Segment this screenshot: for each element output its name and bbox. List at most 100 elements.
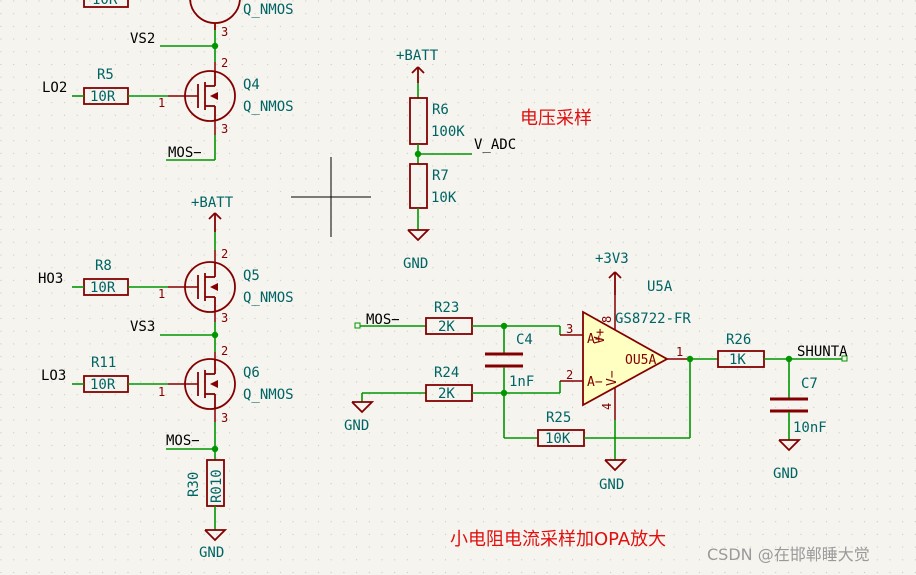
r25-value: 10K xyxy=(545,431,571,447)
q-top-pin3: 3 xyxy=(221,25,228,39)
capacitor-c7[interactable]: C7 10nF xyxy=(770,376,827,436)
r6-value: 100K xyxy=(431,124,465,140)
q6-pin2: 2 xyxy=(221,344,228,358)
c7-ref: C7 xyxy=(801,376,818,392)
net-label-gnd-divider: GND xyxy=(403,256,428,272)
opa-pin3: 3 xyxy=(566,322,573,336)
q5-value: Q_NMOS xyxy=(243,290,294,306)
watermark: CSDN @在邯郸睡大觉 xyxy=(707,545,870,564)
r25-ref: R25 xyxy=(546,410,571,426)
r8-value: 10R xyxy=(90,280,116,296)
r7-value: 10K xyxy=(431,190,457,206)
r30-value: R010 xyxy=(209,469,225,503)
power-batt-divider[interactable]: +BATT xyxy=(396,48,439,83)
opa-pin4: 4 xyxy=(600,403,614,410)
net-label-3v3: +3V3 xyxy=(595,251,629,267)
q4-ref: Q4 xyxy=(243,77,260,93)
q5-ref: Q5 xyxy=(243,268,260,284)
opa-value: GS8722-FR xyxy=(615,311,691,327)
gnd-symbol-c7: GND xyxy=(773,439,802,482)
c7-value: 10nF xyxy=(793,420,827,436)
gnd-symbol-opa: GND xyxy=(599,459,628,493)
net-label-gnd-r24: GND xyxy=(344,418,369,434)
net-label-mos-minus-3: MOS− xyxy=(366,312,400,328)
junction xyxy=(686,355,694,363)
q6-value: Q_NMOS xyxy=(243,387,294,403)
power-batt-q5[interactable]: +BATT xyxy=(191,195,234,232)
r24-ref: R24 xyxy=(434,365,459,381)
q4-pin1: 1 xyxy=(158,96,165,110)
net-label-v-adc: V_ADC xyxy=(474,137,516,153)
net-label-batt-q5: +BATT xyxy=(191,195,234,211)
mosfet-q6[interactable]: Q6 Q_NMOS 2 3 1 xyxy=(158,344,294,425)
net-label-gnd-c7: GND xyxy=(773,466,798,482)
q4-pin3: 3 xyxy=(221,122,228,136)
power-3v3[interactable]: +3V3 xyxy=(595,251,629,295)
opa-pin2: 2 xyxy=(566,368,573,382)
net-label-vs3: VS3 xyxy=(130,319,155,335)
net-label-lo2: LO2 xyxy=(42,80,67,96)
mosfet-top-partial[interactable]: 10R Q_NMOS 3 xyxy=(83,0,294,39)
r30-ref: R30 xyxy=(186,472,202,497)
junction xyxy=(211,42,219,50)
net-label-gnd-r30: GND xyxy=(199,545,224,561)
resistor-r24[interactable]: 2K R24 xyxy=(425,365,473,402)
junction xyxy=(211,445,219,453)
r8-ref: R8 xyxy=(95,258,112,274)
q-top-value: Q_NMOS xyxy=(243,2,294,18)
r26-ref: R26 xyxy=(726,332,751,348)
c4-value: 1nF xyxy=(509,374,534,390)
net-label-batt-divider: +BATT xyxy=(396,48,439,64)
r5-ref: R5 xyxy=(97,67,114,83)
q4-pin2: 2 xyxy=(221,56,228,70)
q5-pin3: 3 xyxy=(221,311,228,325)
r-top-value: 10R xyxy=(92,0,118,8)
r11-value: 10R xyxy=(90,377,116,393)
q5-pin1: 1 xyxy=(158,287,165,301)
net-port-shunta xyxy=(841,355,848,362)
r26-value: 1K xyxy=(729,352,746,368)
net-label-vs2: VS2 xyxy=(130,31,155,47)
opa-plus-label: A+ xyxy=(587,332,603,347)
net-label-lo3: LO3 xyxy=(41,368,66,384)
opa-vminus-label: V− xyxy=(605,370,620,386)
opamp-u5a[interactable]: A+ A− OU5A V+ V− 3 2 1 8 4 U5A GS8722-FR xyxy=(566,279,691,420)
resistor-r23[interactable]: 2K R23 xyxy=(425,300,473,335)
q5-pin2: 2 xyxy=(221,247,228,261)
net-label-gnd-opa: GND xyxy=(599,477,624,493)
r11-ref: R11 xyxy=(91,355,116,371)
r23-value: 2K xyxy=(438,319,455,335)
net-label-mos-minus-1: MOS− xyxy=(168,145,202,161)
r6-ref: R6 xyxy=(432,102,449,118)
net-label-ho3: HO3 xyxy=(38,271,63,287)
q6-ref: Q6 xyxy=(243,365,260,381)
r24-value: 2K xyxy=(438,386,455,402)
resistor-r6[interactable]: R6 100K xyxy=(409,97,465,145)
gnd-symbol-r24: GND xyxy=(344,401,375,434)
net-label-mos-minus-2: MOS− xyxy=(166,433,200,449)
resistor-r8[interactable]: 10R R8 xyxy=(83,258,129,296)
opa-pin1: 1 xyxy=(676,345,683,359)
r23-ref: R23 xyxy=(434,300,459,316)
c4-ref: C4 xyxy=(516,332,533,348)
opa-ref: U5A xyxy=(647,279,673,295)
mosfet-q4[interactable]: Q4 Q_NMOS 2 3 1 xyxy=(158,56,294,136)
resistor-r7[interactable]: R7 10K xyxy=(409,163,457,209)
q6-pin3: 3 xyxy=(221,411,228,425)
opa-minus-label: A− xyxy=(587,375,603,390)
q6-pin1: 1 xyxy=(158,385,165,399)
gnd-symbol-r30: GND xyxy=(199,529,228,561)
junction xyxy=(211,331,219,339)
resistor-r30[interactable]: R010 R30 xyxy=(186,459,225,507)
r7-ref: R7 xyxy=(432,168,449,184)
net-label-shunta: SHUNTA xyxy=(797,344,848,360)
capacitor-c4[interactable]: C4 1nF xyxy=(485,332,534,390)
note-current-sampling: 小电阻电流采样加OPA放大 xyxy=(450,529,666,550)
opa-vplus-label: V+ xyxy=(593,328,608,344)
r5-value: 10R xyxy=(90,89,116,105)
gnd-symbol-divider: GND xyxy=(403,229,431,272)
resistor-r11[interactable]: 10R R11 xyxy=(83,355,129,393)
mosfet-q5[interactable]: Q5 Q_NMOS 2 3 1 xyxy=(158,247,294,325)
junction xyxy=(414,150,422,158)
